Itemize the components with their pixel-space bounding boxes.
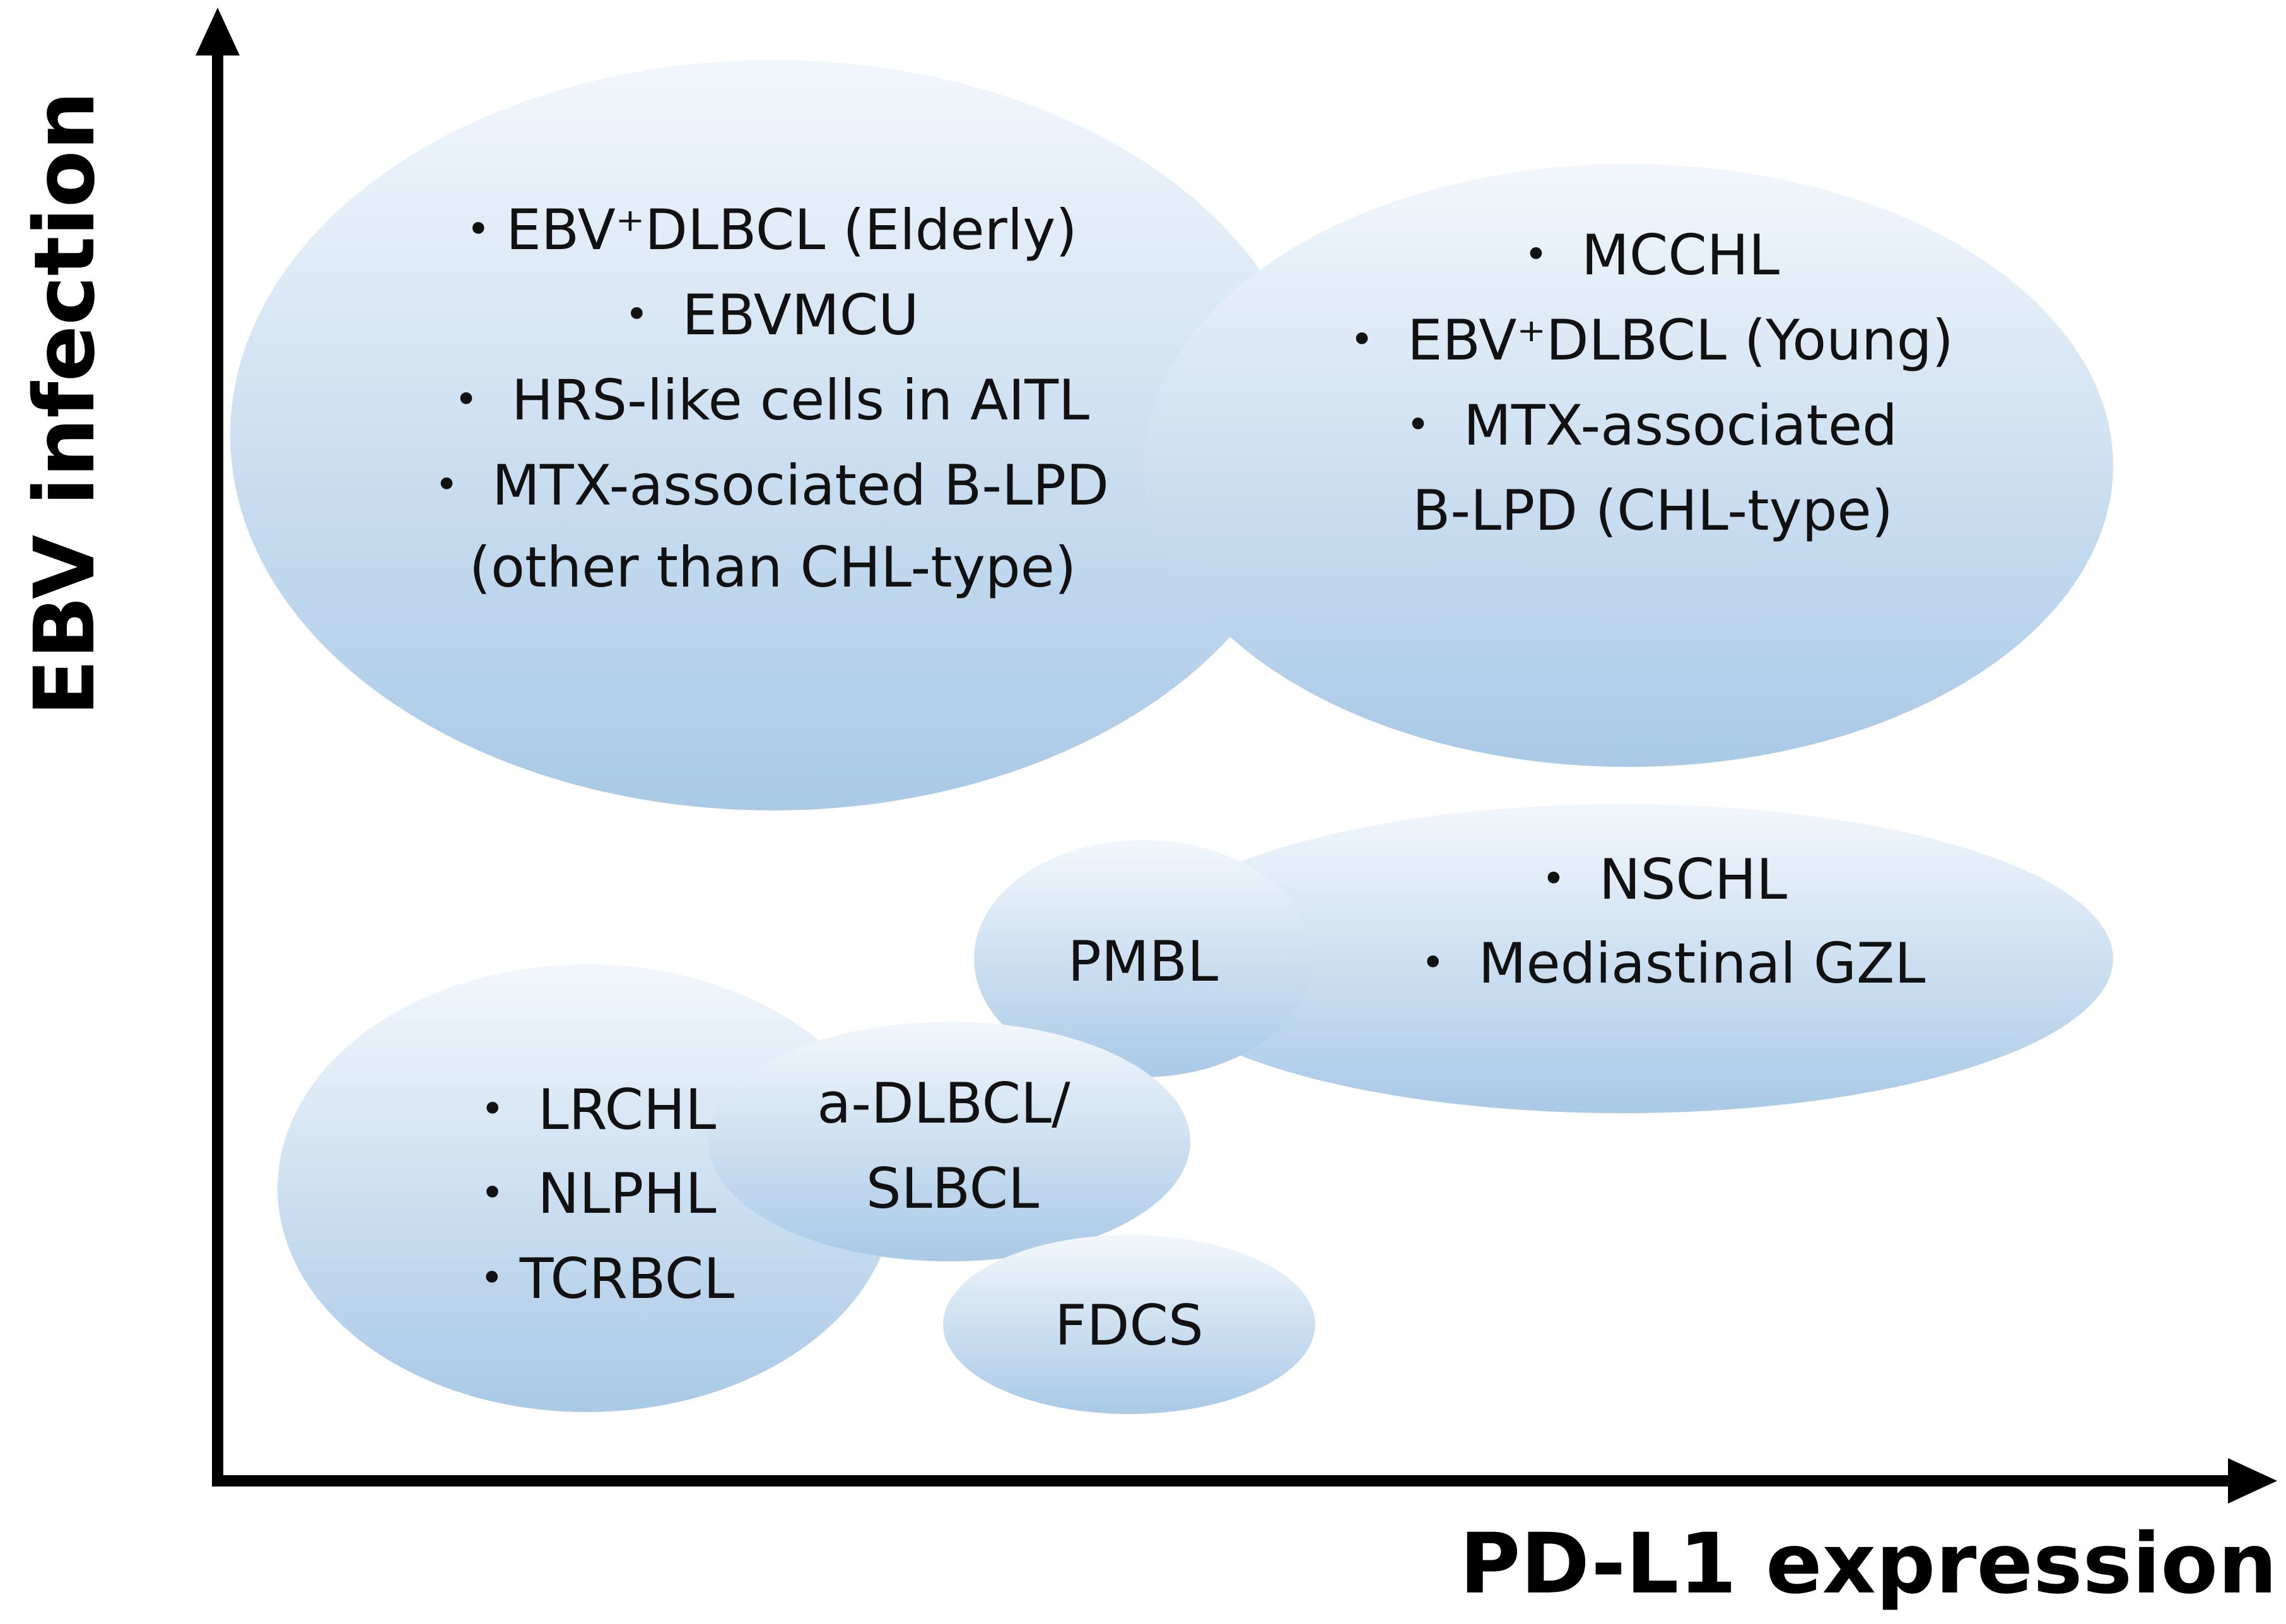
label-line: ・ MCCHL <box>1508 223 1779 288</box>
label-line: ・EBV⁺DLBCL (Elderly) <box>450 197 1077 262</box>
label-line: ・ LRCHL <box>465 1077 716 1142</box>
label-line: (other than CHL-type) <box>469 535 1076 600</box>
ellipse-nschl-gzl <box>1132 804 2113 1113</box>
ellipse-a-dlbcl <box>708 1022 1190 1261</box>
label-high-ebv-high-pdl1: ・ MCCHL ・ EBV⁺DLBCL (Young) ・ MTX-associ… <box>1334 223 1971 543</box>
label-line: B-LPD (CHL-type) <box>1412 478 1893 543</box>
label-line: SLBCL <box>866 1156 1039 1221</box>
label-line: ・ EBV⁺DLBCL (Young) <box>1334 308 1954 373</box>
label-line: ・ HRS-like cells in AITL <box>438 368 1089 433</box>
label-fdcs: FDCS <box>1055 1293 1204 1358</box>
cluster-ellipses <box>230 60 2113 1414</box>
label-line: PMBL <box>1068 929 1218 994</box>
cluster-labels: ・EBV⁺DLBCL (Elderly) ・ EBVMCU ・ HRS-like… <box>419 197 1971 1358</box>
x-axis-title: PD-L1 expression <box>1460 1516 2277 1613</box>
ellipse-high-ebv-high-pdl1 <box>1144 164 2113 767</box>
label-high-ebv-low-pdl1: ・EBV⁺DLBCL (Elderly) ・ EBVMCU ・ HRS-like… <box>419 197 1127 600</box>
y-axis-title: EBV infection <box>16 91 114 716</box>
y-axis-arrowhead <box>196 8 240 55</box>
label-line: a-DLBCL/ <box>817 1071 1070 1136</box>
ellipse-pmbl <box>974 840 1312 1077</box>
label-low-ebv-low-pdl1: ・ LRCHL ・ NLPHL ・TCRBCL <box>464 1077 735 1311</box>
x-axis-arrowhead <box>2228 1458 2277 1504</box>
label-line: ・TCRBCL <box>464 1246 735 1311</box>
label-line: ・ MTX-associated <box>1390 393 1897 458</box>
label-line: ・ NSCHL <box>1526 847 1787 912</box>
ellipse-low-ebv-low-pdl1 <box>278 964 896 1412</box>
label-nschl-gzl: ・ NSCHL ・ Mediastinal GZL <box>1405 847 1926 996</box>
label-line: ・ NLPHL <box>464 1161 716 1226</box>
axes <box>196 8 2277 1504</box>
label-line: ・ EBVMCU <box>609 283 918 348</box>
label-line: FDCS <box>1055 1293 1204 1358</box>
label-a-dlbcl: a-DLBCL/ SLBCL <box>817 1071 1087 1221</box>
ellipse-fdcs <box>943 1235 1315 1414</box>
label-line: ・ Mediastinal GZL <box>1405 931 1926 996</box>
label-line: ・ MTX-associated B-LPD <box>419 453 1109 518</box>
ellipse-high-ebv-low-pdl1 <box>230 60 1315 810</box>
label-pmbl: PMBL <box>1068 929 1218 994</box>
